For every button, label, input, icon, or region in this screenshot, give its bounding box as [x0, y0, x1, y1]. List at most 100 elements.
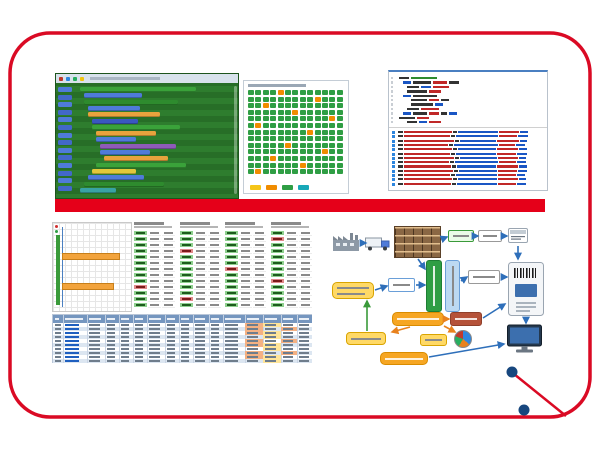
cell-text-bar: [247, 332, 258, 334]
palette-block: [58, 155, 72, 161]
table-header-cell: [223, 315, 246, 323]
cell-text-bar: [149, 340, 160, 342]
status-cell: [307, 149, 314, 155]
value-text-bar: [272, 286, 282, 289]
cell-text-bar: [195, 328, 205, 330]
cell-text-bar: [135, 332, 144, 334]
cell-text-bar: [55, 336, 61, 338]
status-cell: [285, 156, 291, 161]
status-cell: [248, 156, 254, 161]
cell-text-bar: [265, 360, 276, 362]
cell-text-bar: [89, 332, 100, 334]
value-cell: [193, 249, 207, 255]
value-cell: [162, 285, 175, 291]
palette-block: [58, 94, 72, 100]
status-cell: [322, 109, 328, 115]
status-cell: [322, 103, 328, 109]
table-header-cell: [209, 315, 224, 323]
code-token: [417, 116, 429, 119]
status-cell: [285, 96, 291, 102]
log-row-icon: [392, 182, 395, 186]
value-text-bar: [209, 280, 219, 283]
numeric-columns-panel: [134, 222, 312, 310]
value-text-bar: [164, 286, 173, 289]
value-text-bar: [255, 298, 264, 301]
value-text-bar: [286, 304, 296, 307]
box-text-bar: [483, 235, 497, 237]
status-cell: [307, 109, 314, 115]
status-cell: [262, 156, 269, 161]
cell-text-bar: [65, 336, 80, 338]
value-text-bar: [286, 292, 296, 295]
cell-text-bar: [181, 344, 190, 346]
value-text-bar: [255, 238, 264, 241]
status-cell: [262, 123, 269, 128]
value-cell: [284, 255, 298, 261]
script-block: [96, 131, 156, 137]
code-token: [411, 103, 433, 106]
status-cell: [248, 162, 254, 168]
status-cell: [307, 162, 314, 168]
status-cell: [248, 109, 254, 115]
value-text-bar: [136, 262, 145, 265]
code-token: [433, 85, 449, 89]
cell-text-bar: [247, 328, 258, 330]
storage-box: [380, 352, 428, 365]
value-text-bar: [195, 298, 205, 301]
log-token: [398, 165, 403, 168]
value-text-bar: [272, 298, 282, 301]
value-text-bar: [241, 268, 250, 271]
script-block: [88, 105, 140, 111]
value-cell: [239, 267, 252, 273]
value-cell: [239, 255, 252, 261]
box-text-bar: [425, 339, 442, 341]
cell-text-bar: [181, 332, 190, 334]
log-row-icon: [392, 178, 395, 182]
value-cell: [193, 291, 207, 297]
block-editor-toolbar: [56, 74, 238, 83]
log-token: [398, 169, 403, 172]
table-row: [53, 359, 312, 363]
cell-text-bar: [107, 360, 116, 362]
value-text-bar: [241, 304, 250, 307]
status-cell: [248, 96, 254, 102]
value-cell: [179, 243, 193, 248]
log-token: [398, 182, 403, 185]
code-token: [441, 99, 449, 102]
value-text-bar: [255, 268, 264, 271]
log-token: [498, 169, 517, 172]
cell-text-bar: [211, 324, 220, 326]
value-cell: [284, 273, 298, 279]
status-cell: [322, 162, 328, 168]
flow-arrow: [459, 276, 469, 284]
status-cell: [314, 149, 321, 155]
code-token: [429, 90, 441, 93]
value-cell: [270, 297, 284, 302]
cell-text-bar: [89, 352, 100, 354]
cell-text-bar: [55, 348, 61, 350]
cell-text-bar: [195, 340, 205, 342]
toolbar-dot: [66, 76, 70, 81]
status-cell: [299, 169, 306, 175]
status-cell: [307, 116, 314, 122]
cell-text-bar: [247, 352, 258, 354]
status-cell: [314, 103, 321, 109]
status-cell: [314, 90, 321, 95]
script-block: [96, 162, 186, 168]
log-token: [497, 152, 516, 155]
value-text-bar: [272, 292, 282, 295]
status-cell: [285, 162, 291, 168]
status-cell: [292, 90, 299, 95]
gantt-signal-red: [55, 225, 58, 228]
log-token: [404, 178, 452, 181]
cell-text-bar: [195, 332, 205, 334]
status-cell: [277, 129, 284, 135]
palette-block: [58, 163, 72, 168]
log-token: [498, 182, 516, 185]
cell-text-bar: [65, 348, 80, 350]
log-token: [519, 156, 526, 159]
cell-text-bar: [107, 332, 116, 334]
value-text-bar: [272, 268, 282, 271]
value-text-bar: [300, 256, 310, 259]
cell-text-bar: [265, 340, 276, 342]
